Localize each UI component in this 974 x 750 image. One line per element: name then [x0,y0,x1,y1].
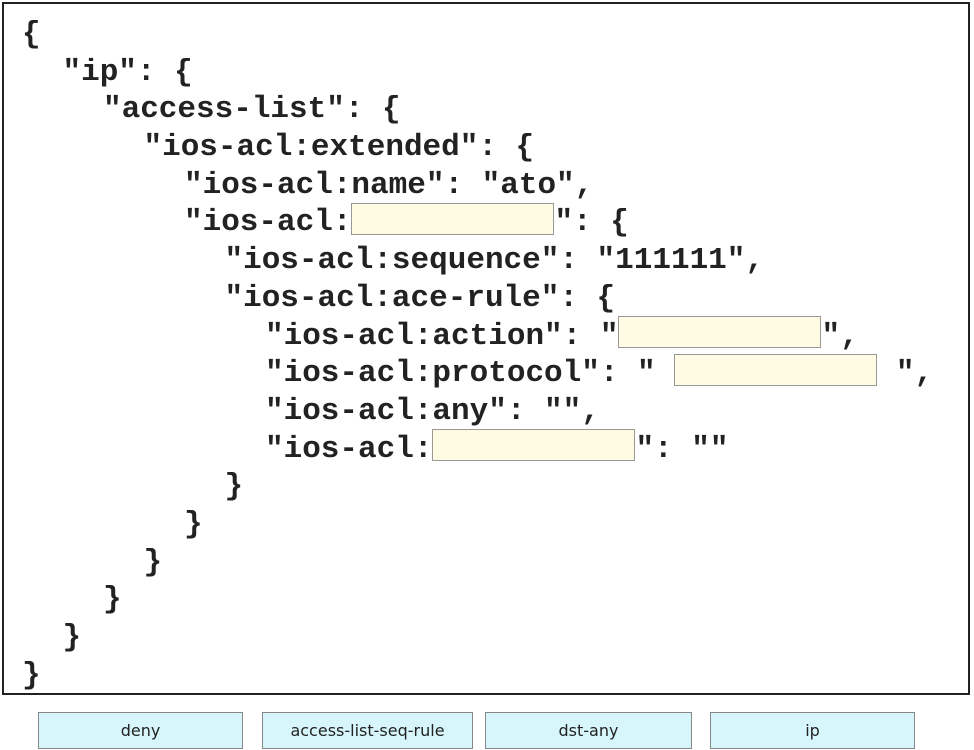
code-line: "access-list": { [22,91,933,129]
code-line: "ios-acl:any": "", [22,393,933,431]
drop-target-blank-3[interactable] [674,354,878,386]
option-access-list-seq-rule[interactable]: access-list-seq-rule [262,712,473,749]
code-text: } [143,544,163,580]
code-text: "ios-acl:protocol": " [265,356,675,392]
code-text: "ios-acl:action": " [265,318,619,354]
code-text: ", [821,318,859,354]
code-text: "ios-acl: [184,205,352,241]
code-line: "ios-acl:protocol": " ", [22,354,934,393]
code-text: "ios-acl:extended": { [143,130,535,166]
option-ip[interactable]: ip [710,712,915,749]
code-line: "ios-acl:name": "ato", [22,167,933,205]
json-code: { "ip": {"access-list": {"ios-acl:extende… [22,16,933,694]
code-text: "ip": { [62,54,193,90]
code-text: } [22,657,41,693]
option-deny[interactable]: deny [38,712,243,749]
code-line: } [22,506,933,544]
code-text: { [22,17,41,52]
code-line: "ios-acl: ": { [22,203,933,242]
code-text: "ios-acl:sequence": "111111", [224,243,765,279]
code-text: "ios-acl:name": "ato", [184,167,594,203]
code-text: ": { [554,205,629,241]
code-line: "ios-acl: ": "" [22,429,933,469]
code-line: "ios-acl:sequence": "111111", [22,242,933,280]
code-line: } [22,581,933,619]
code-panel: { "ip": {"access-list": {"ios-acl:extende… [2,2,970,695]
code-text: } [184,506,203,542]
code-line: } [22,544,933,582]
code-text: "ios-acl: [265,431,433,467]
code-text: } [224,469,244,505]
code-line: "ios-acl:ace-rule": { [22,280,933,318]
code-line: { [22,16,933,54]
code-line: "ip": { [22,54,933,92]
code-line: } [22,619,933,657]
code-line: "ios-acl:action": " ", [22,316,933,356]
code-text: "ios-acl:any": "", [265,393,600,429]
drop-target-blank-4[interactable] [432,429,636,462]
code-text: ", [877,356,934,392]
code-text: "ios-acl:ace-rule": { [224,280,616,316]
code-line: } [22,468,933,506]
drop-target-blank-2[interactable] [618,316,822,349]
drop-target-blank-1[interactable] [351,203,555,236]
code-line: } [22,657,933,695]
code-text: ": "" [635,431,729,467]
code-text: "access-list": { [103,92,401,128]
option-dst-any[interactable]: dst-any [485,712,692,749]
code-text: } [103,582,122,618]
code-line: "ios-acl:extended": { [22,129,933,167]
code-text: } [62,620,82,655]
